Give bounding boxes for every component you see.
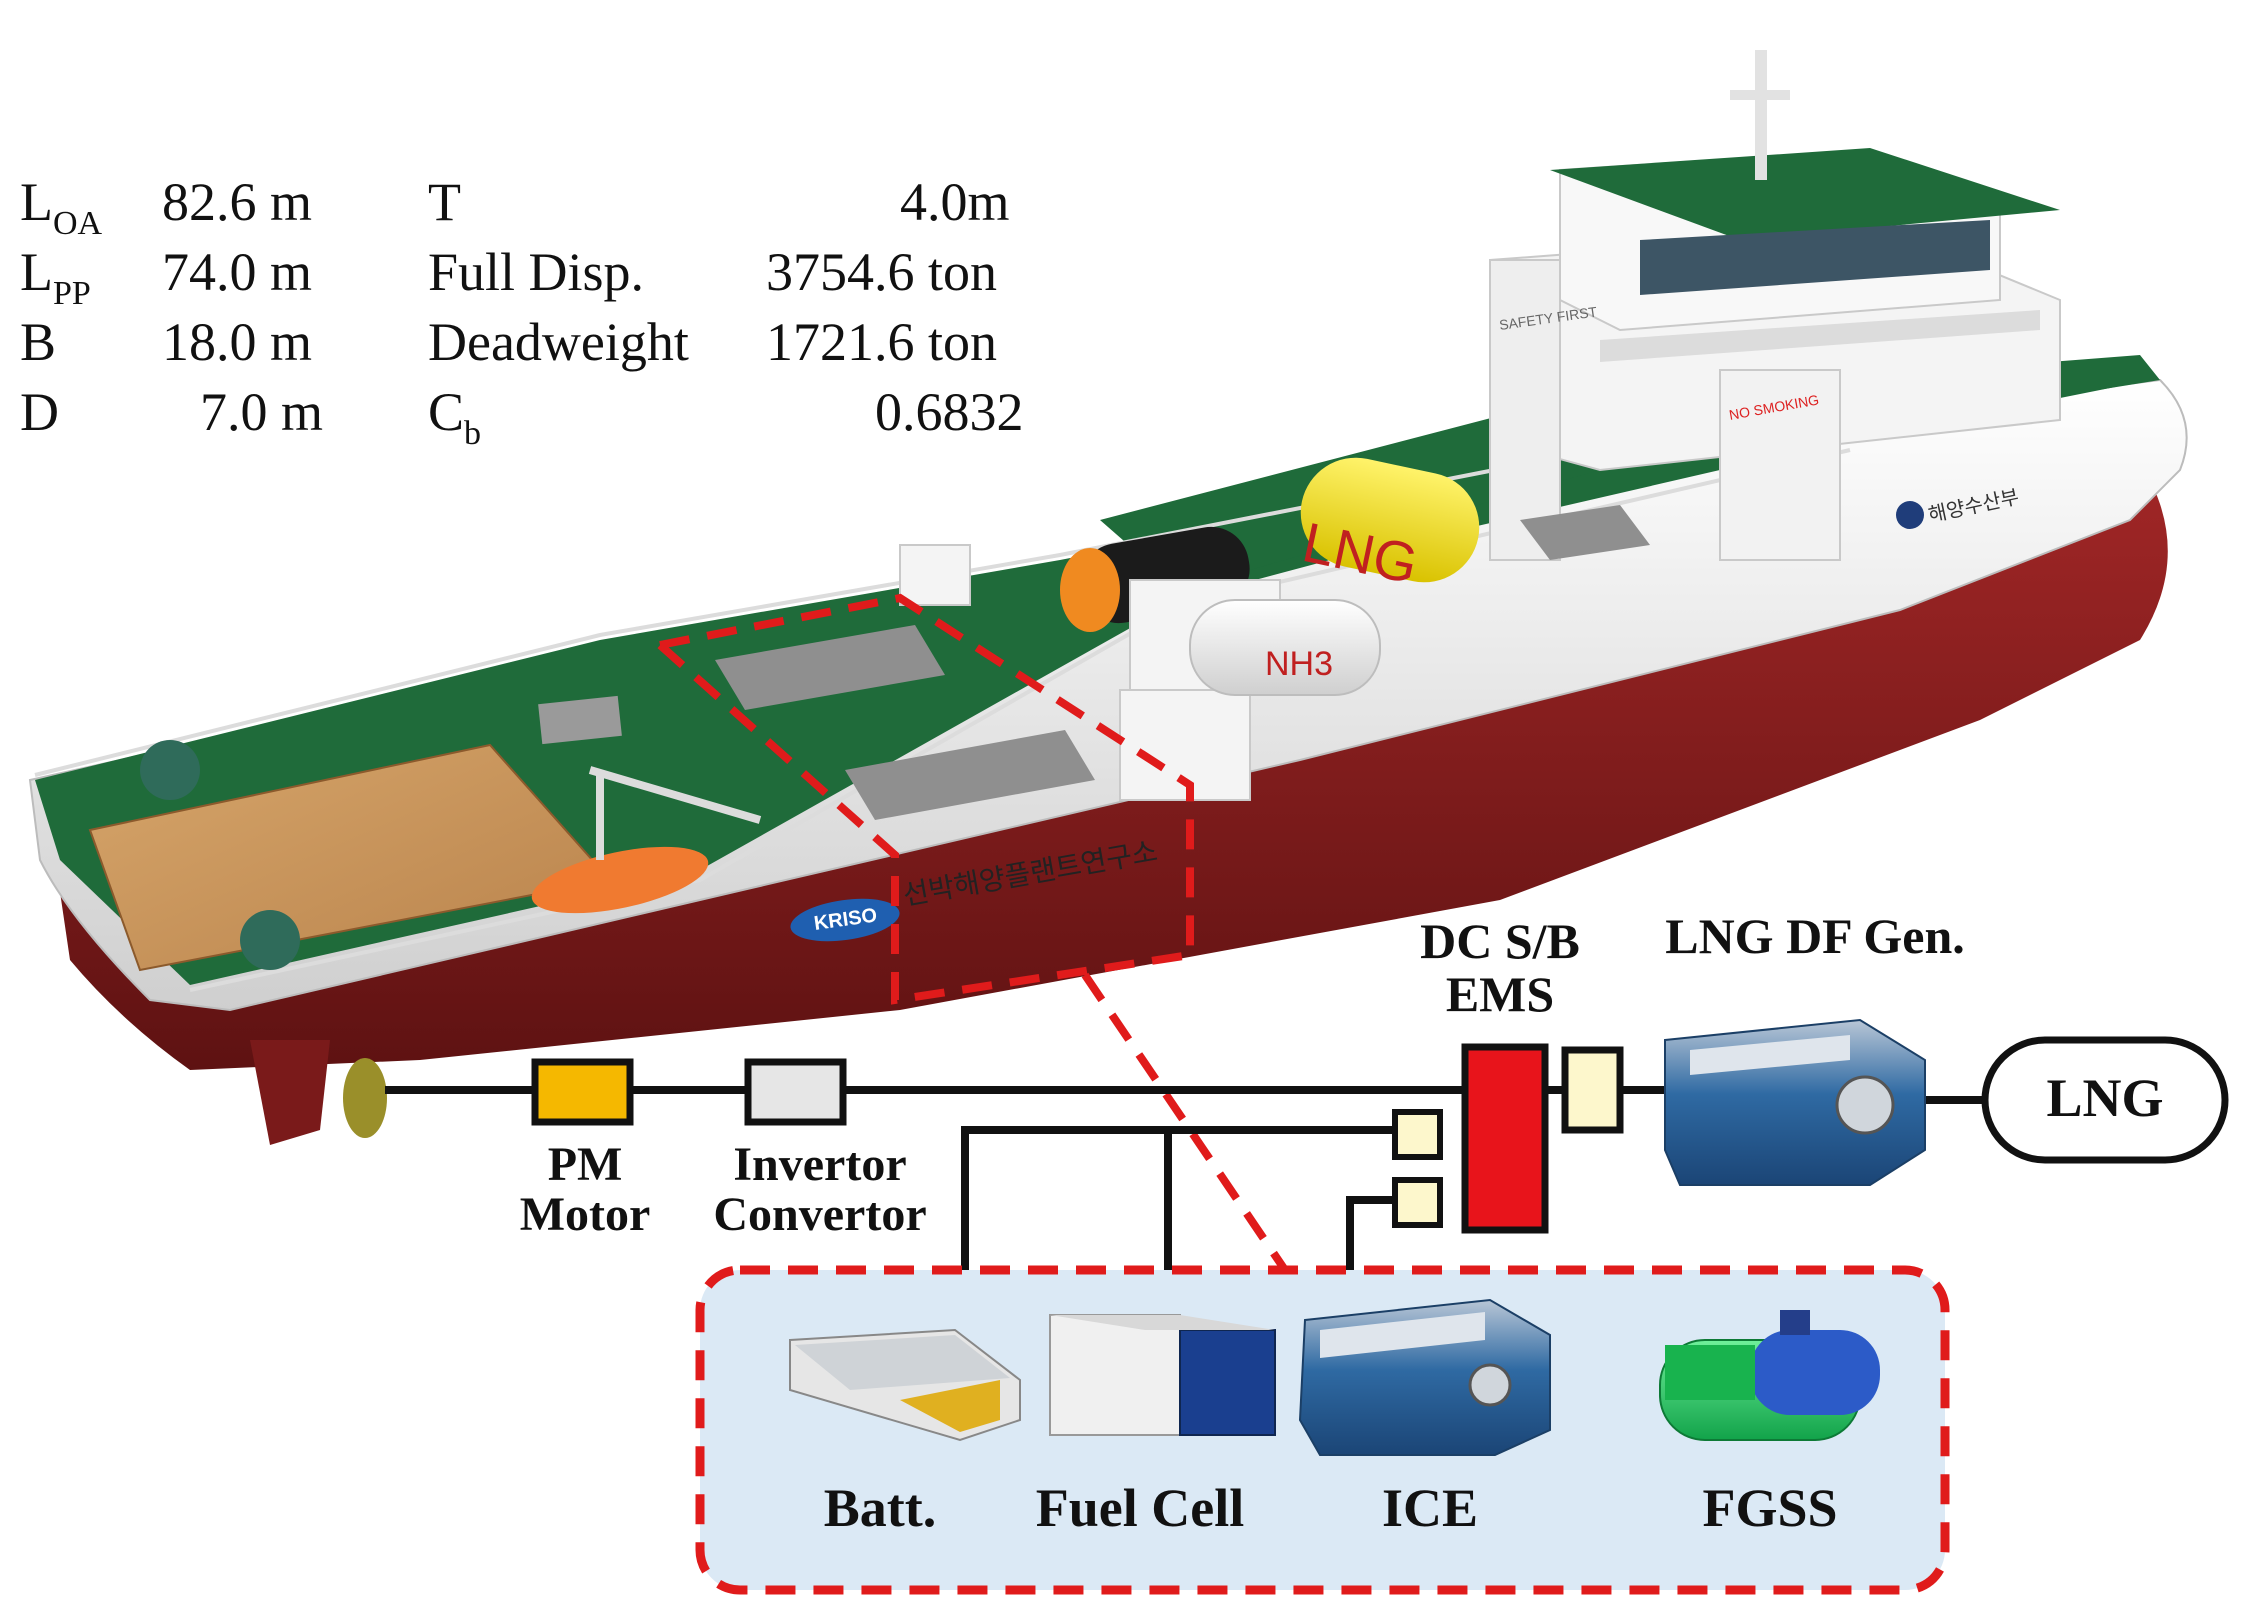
spec-dwt: Deadweight bbox=[428, 312, 689, 372]
ministry-emblem bbox=[1896, 501, 1924, 529]
lng-gen-label: LNG DF Gen. bbox=[1665, 908, 1965, 964]
spec-disp: Full Disp. bbox=[428, 242, 645, 302]
spec-loa-symbol: L bbox=[20, 172, 53, 232]
nh3-tank-label: NH3 bbox=[1265, 645, 1333, 683]
spec-lpp-subscript: PP bbox=[53, 275, 91, 312]
winch-1 bbox=[140, 740, 200, 800]
fgss-label: FGSS bbox=[1702, 1478, 1838, 1538]
spec-b: B bbox=[20, 312, 57, 372]
spec-cb: Cb bbox=[428, 385, 481, 451]
ice-engine bbox=[1298, 1298, 1551, 1456]
rudder bbox=[250, 1040, 330, 1145]
spec-lpp-value: 74.0 m bbox=[162, 242, 313, 302]
invertor-label: Invertor Convertor bbox=[713, 1138, 927, 1242]
highlight-connector bbox=[1081, 972, 1289, 1273]
spec-loa-value: 82.6 m bbox=[162, 172, 313, 232]
spec-cb-subscript: b bbox=[464, 415, 482, 452]
lng-df-generator bbox=[1664, 1018, 1926, 1186]
hatch-2 bbox=[845, 730, 1095, 820]
spec-d-value: 7.0 m bbox=[200, 382, 324, 442]
fuel-cell-unit bbox=[1049, 1314, 1276, 1436]
battery-unit bbox=[789, 1328, 1021, 1442]
invertor-box bbox=[744, 1058, 847, 1126]
battery-label: Batt. bbox=[823, 1478, 937, 1538]
railing bbox=[34, 463, 1521, 777]
spec-lpp-symbol: L bbox=[20, 242, 53, 302]
pm-motor-label: PM Motor bbox=[519, 1138, 651, 1242]
nh3-tank: NH3 bbox=[1189, 599, 1381, 696]
highlight-region bbox=[651, 593, 1194, 1005]
dcsb-ems-box bbox=[1461, 1043, 1549, 1234]
spec-cb-symbol: C bbox=[428, 382, 465, 442]
spec-d: D bbox=[20, 382, 59, 442]
ship-rendering: SAFETY FIRST NO SMOKING 해양수산부 LNG NH3 bbox=[28, 50, 2188, 1145]
spec-dwt-value: 1721.6 ton bbox=[766, 312, 998, 372]
spec-loa-subscript: OA bbox=[53, 205, 103, 242]
hatch-1 bbox=[715, 625, 945, 710]
pm-motor-box bbox=[531, 1058, 634, 1126]
crane bbox=[588, 766, 762, 860]
deck-plate bbox=[538, 695, 622, 745]
ice-converter-box bbox=[1392, 1177, 1443, 1228]
spec-b-value: 18.0 m bbox=[162, 312, 313, 372]
dcsb-label: DC S/B EMS bbox=[1420, 913, 1580, 1022]
ice-label: ICE bbox=[1381, 1478, 1479, 1538]
black-tank-cap bbox=[1060, 548, 1120, 632]
storage-converter-box bbox=[1392, 1109, 1443, 1160]
fuel-cell-label: Fuel Cell bbox=[1035, 1478, 1245, 1538]
spec-t: T bbox=[428, 172, 461, 232]
lng-fuel-label: LNG bbox=[2046, 1068, 2164, 1128]
spec-cb-value: 0.6832 bbox=[875, 382, 1024, 442]
spec-disp-value: 3754.6 ton bbox=[766, 242, 998, 302]
lng-fuel-capsule bbox=[1981, 1036, 2229, 1164]
equipment-box-small bbox=[899, 544, 971, 606]
kriso-logo bbox=[790, 898, 900, 942]
winch-2 bbox=[240, 910, 300, 970]
spec-loa: LOA bbox=[20, 175, 102, 241]
propeller bbox=[343, 1058, 387, 1138]
spec-t-value: 4.0m bbox=[900, 172, 1010, 232]
gen-converter-box bbox=[1561, 1046, 1624, 1134]
hatch-3 bbox=[1520, 505, 1650, 560]
spec-lpp: LPP bbox=[20, 245, 91, 311]
superstructure: SAFETY FIRST NO SMOKING 해양수산부 bbox=[1489, 50, 2061, 561]
fgss-unit bbox=[1659, 1310, 1880, 1441]
rescue-boat bbox=[531, 846, 709, 914]
